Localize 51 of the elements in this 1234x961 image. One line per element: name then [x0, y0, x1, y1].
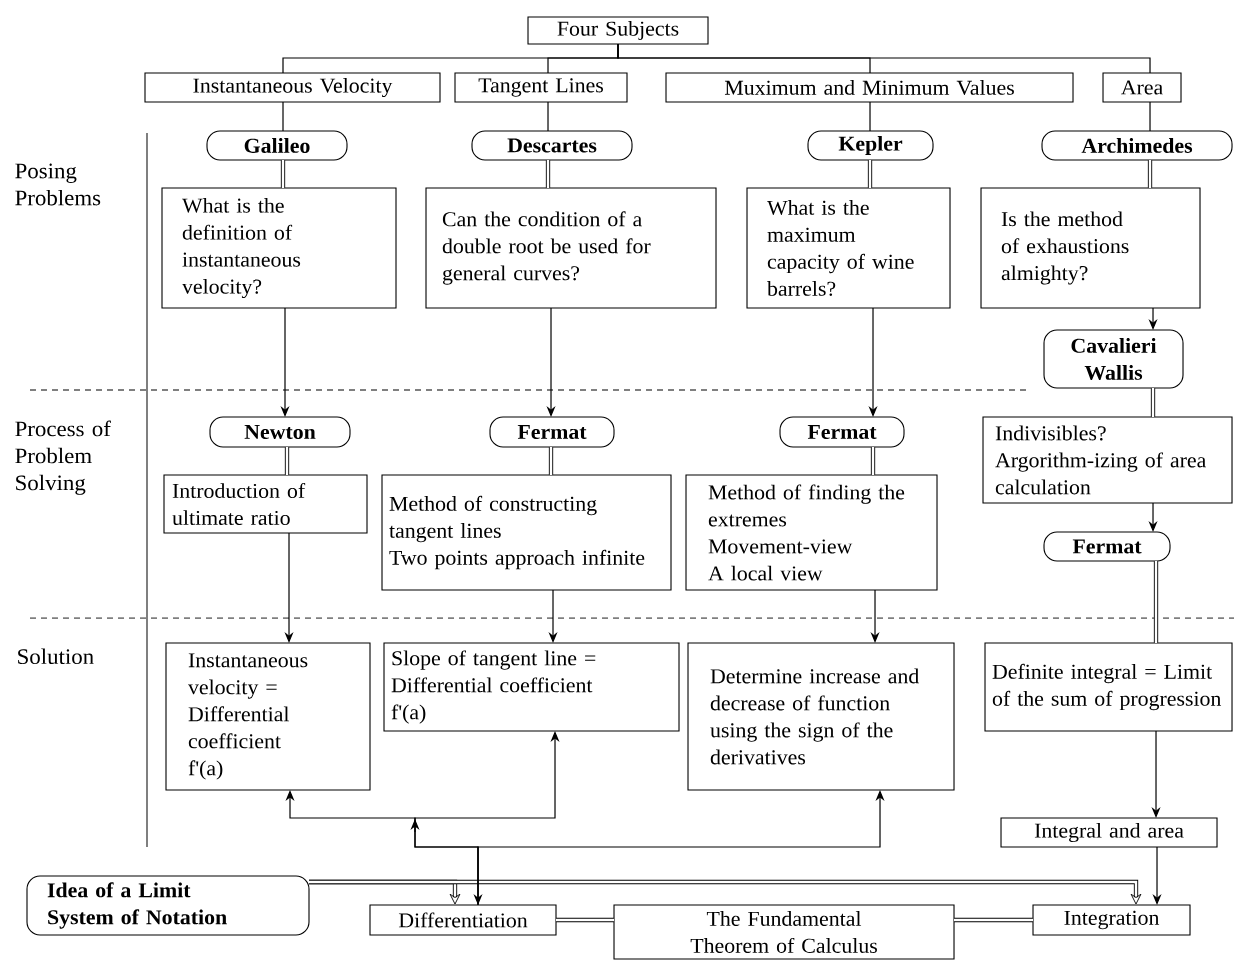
connector: [1147, 160, 1153, 188]
connector: [556, 917, 614, 923]
text-box: Method of constructing tangent lines Two points approach infinite: [381, 474, 672, 591]
text-box: Definite integral = Limit of the sum of progression: [984, 642, 1233, 732]
connector: [284, 447, 290, 475]
text-box: Indivisibles? Argorithm-izing of area calculation: [982, 416, 1233, 504]
text-box: Slope of tangent line = Differential coefficient f'(a): [383, 642, 680, 732]
text-box: Can the condition of a double root be used for general curves?: [425, 187, 717, 309]
row-label: Posing Problems: [15, 163, 101, 206]
name-box: Newton: [209, 416, 351, 448]
name-box: Archimedes: [1041, 130, 1233, 161]
name-box: Fermat: [1043, 531, 1171, 562]
text-box: What is the definition of instantaneous velocity?: [161, 187, 397, 309]
connector: [1150, 388, 1156, 417]
name-box: Cavalieri Wallis: [1043, 329, 1184, 389]
connector: [1153, 561, 1159, 643]
text-box: Four Subjects: [527, 16, 709, 45]
connector: [280, 160, 286, 188]
name-box: Galileo: [206, 130, 348, 161]
connector: [282, 101, 284, 132]
text-box: Determine increase and decrease of function using the sign of the derivatives: [687, 642, 955, 791]
text-box: Area: [1102, 72, 1182, 103]
name-box: Fermat: [779, 416, 905, 448]
text-box: Integral and area: [1000, 817, 1218, 848]
text-box: Instantaneous Velocity: [144, 72, 441, 103]
text-box: What is the maximum capacity of wine barrels?: [746, 187, 951, 309]
name-box: Idea of a Limit System of Notation: [26, 875, 310, 936]
connector: [545, 160, 551, 188]
connector: [867, 160, 873, 188]
name-box: Fermat: [489, 416, 615, 448]
text-box: The Fundamental Theorem of Calculus: [613, 904, 955, 960]
text-box: Tangent Lines: [454, 72, 628, 103]
connector: [870, 447, 876, 475]
connector: [617, 43, 1151, 74]
connector: [547, 101, 549, 132]
name-box: Kepler: [807, 130, 934, 161]
text-box: Muximum and Minimum Values: [665, 72, 1074, 103]
row-label: Process of Problem Solving: [15, 420, 111, 495]
text-box: Introduction of ultimate ratio: [163, 474, 368, 534]
text-box: Is the method of exhaustions almighty?: [980, 187, 1201, 309]
connector: [548, 447, 554, 475]
row-label: Solution: [18, 648, 94, 665]
name-box: Descartes: [471, 130, 633, 161]
text-box: Method of finding the extremes Movement-view A local view: [685, 474, 938, 591]
arrow: [309, 879, 1142, 905]
connector: [869, 101, 871, 132]
text-box: Instantaneous velocity = Differential coefficient f'(a): [165, 642, 371, 791]
text-box: Integration: [1032, 904, 1191, 936]
connector: [954, 917, 1033, 923]
connector: [1149, 101, 1151, 132]
text-box: Differentiation: [369, 904, 557, 936]
